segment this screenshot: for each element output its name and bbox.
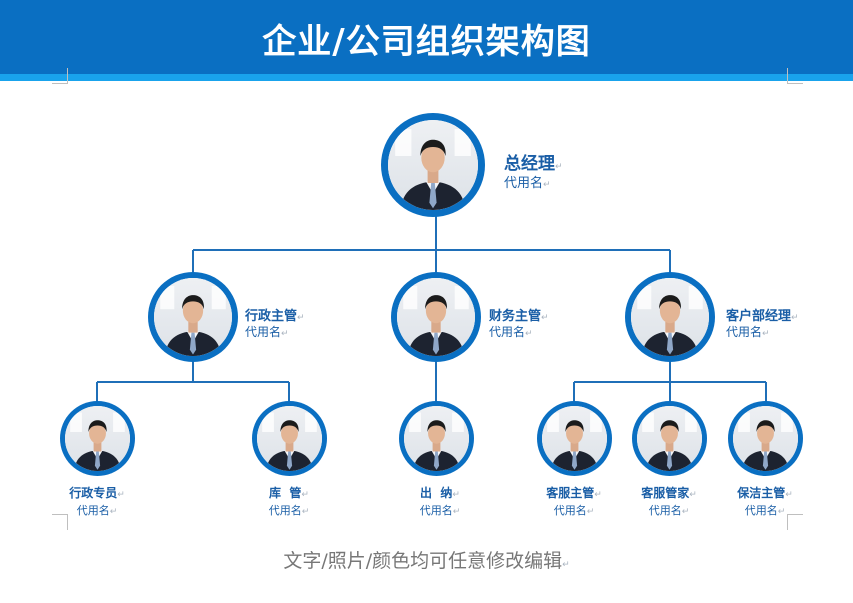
crop-mark-bottom-left bbox=[52, 514, 68, 530]
node-role-admin-clerk: 行政专员↵ bbox=[69, 486, 125, 500]
node-name-cleaning-supervisor: 代用名↵ bbox=[744, 504, 786, 517]
node-role-service-butler: 客服管家↵ bbox=[641, 486, 697, 500]
header-stripe bbox=[0, 74, 853, 81]
person-icon bbox=[257, 406, 322, 471]
node-role-admin-manager: 行政主管↵ bbox=[245, 309, 305, 324]
footer-note: 文字/照片/颜色均可任意修改编辑↵ bbox=[283, 550, 570, 572]
node-name-service-butler: 代用名↵ bbox=[648, 504, 690, 517]
header-bar bbox=[0, 0, 853, 76]
person-icon bbox=[631, 278, 709, 356]
avatar-admin-clerk bbox=[60, 401, 135, 476]
avatar-customer-manager bbox=[625, 272, 715, 362]
node-name-admin-clerk: 代用名↵ bbox=[76, 504, 118, 517]
node-role-finance-manager: 财务主管↵ bbox=[489, 309, 549, 324]
node-role-root: 总经理↵ bbox=[504, 154, 563, 174]
node-role-cashier: 出 纳↵ bbox=[420, 486, 460, 500]
person-icon bbox=[733, 406, 798, 471]
avatar-cashier bbox=[399, 401, 474, 476]
avatar-admin-manager bbox=[148, 272, 238, 362]
crop-mark-bottom-right bbox=[787, 514, 803, 530]
person-icon bbox=[65, 406, 130, 471]
crop-mark-top-left bbox=[52, 68, 68, 84]
node-name-root: 代用名↵ bbox=[504, 176, 551, 191]
node-name-service-supervisor: 代用名↵ bbox=[553, 504, 595, 517]
person-icon bbox=[542, 406, 607, 471]
avatar-service-supervisor bbox=[537, 401, 612, 476]
person-icon bbox=[388, 120, 478, 210]
node-role-service-supervisor: 客服主管↵ bbox=[546, 486, 602, 500]
person-icon bbox=[404, 406, 469, 471]
node-name-customer-manager: 代用名↵ bbox=[726, 325, 770, 339]
person-icon bbox=[397, 278, 475, 356]
avatar-service-butler bbox=[632, 401, 707, 476]
avatar-warehouse bbox=[252, 401, 327, 476]
person-icon bbox=[154, 278, 232, 356]
node-role-warehouse: 库 管↵ bbox=[269, 486, 309, 500]
avatar-cleaning-supervisor bbox=[728, 401, 803, 476]
node-name-warehouse: 代用名↵ bbox=[268, 504, 310, 517]
person-icon bbox=[637, 406, 702, 471]
node-name-admin-manager: 代用名↵ bbox=[245, 325, 289, 339]
node-role-customer-manager: 客户部经理↵ bbox=[726, 309, 799, 324]
node-role-cleaning-supervisor: 保洁主管↵ bbox=[737, 486, 793, 500]
avatar-finance-manager bbox=[391, 272, 481, 362]
page-title: 企业/公司组织架构图 bbox=[262, 22, 591, 62]
crop-mark-top-right bbox=[787, 68, 803, 84]
node-name-cashier: 代用名↵ bbox=[419, 504, 461, 517]
avatar-root bbox=[381, 113, 485, 217]
node-name-finance-manager: 代用名↵ bbox=[489, 325, 533, 339]
